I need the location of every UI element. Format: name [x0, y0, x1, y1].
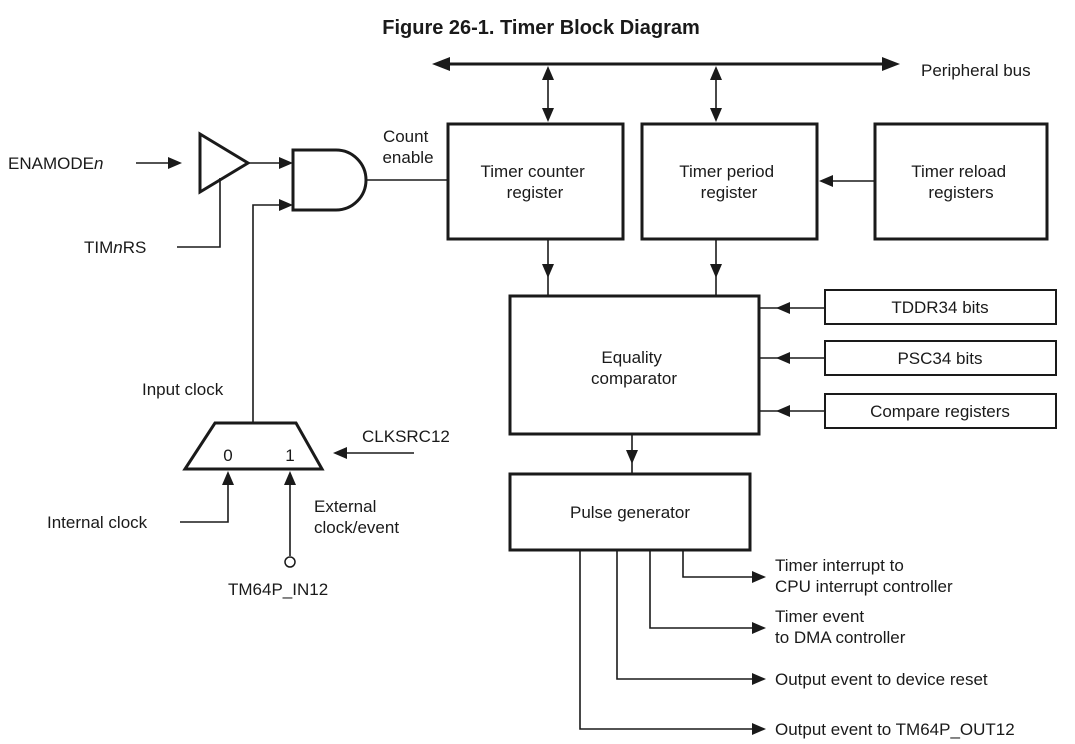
psc34-bits-block [824, 340, 1057, 376]
tm64p-in12-label: TM64P_IN12 [228, 580, 328, 599]
psc-to-comparator-arrow [759, 352, 825, 364]
equality-comparator-block [508, 294, 761, 436]
external-clock-label: External clock/event [314, 497, 399, 537]
tddr34-bits-block [824, 289, 1057, 325]
count-enable-label: Count enable [382, 127, 433, 167]
peripheral-bus [432, 57, 900, 71]
psc34-bits-label: PSC34 bits [897, 349, 982, 368]
counter-bus-connector [542, 66, 554, 122]
clksrc12-label: CLKSRC12 [362, 427, 450, 446]
tddr34-bits-label: TDDR34 bits [891, 298, 988, 317]
enamode-to-buffer-arrow [136, 157, 182, 169]
tm64p-out-output [579, 550, 766, 735]
timer-counter-register-block [446, 122, 625, 241]
timrs-label: TIMnRS [84, 238, 146, 257]
timer-event-label: Timer event to DMA controller [775, 607, 906, 647]
timer-event-output [649, 550, 766, 634]
device-reset-output [616, 550, 766, 685]
compare-registers-label: Compare registers [870, 402, 1010, 421]
mux-input-0-label: 0 [223, 446, 232, 465]
counter-to-comparator-arrow [542, 239, 554, 296]
clock-source-mux [182, 421, 325, 471]
pulse-generator-block [508, 472, 752, 552]
timrs-connector [177, 178, 221, 248]
timer-reload-label: Timer reload registers [911, 162, 1011, 202]
external-clock-to-mux-arrow [284, 471, 296, 556]
clksrc-to-mux-arrow [333, 447, 414, 459]
timer-interrupt-output [682, 550, 766, 583]
tm64p-out-label: Output event to TM64P_OUT12 [775, 720, 1015, 739]
figure-title: Figure 26-1. Timer Block Diagram [382, 17, 700, 39]
tddr-to-comparator-arrow [759, 302, 825, 314]
device-reset-label: Output event to device reset [775, 670, 988, 689]
compare-registers-block [824, 393, 1057, 429]
timer-period-label: Timer period register [679, 162, 779, 202]
internal-clock-to-mux-arrow [180, 471, 234, 523]
pulse-generator-label: Pulse generator [570, 503, 690, 522]
internal-clock-label: Internal clock [47, 513, 148, 532]
tm64p-in12-pin-icon [284, 556, 296, 568]
mux-input-1-label: 1 [285, 446, 294, 465]
comparator-to-pulse-arrow [626, 434, 638, 474]
equality-comparator-label: Equality comparator [591, 348, 677, 388]
period-bus-connector [710, 66, 722, 122]
input-clock-label: Input clock [142, 380, 224, 399]
period-to-comparator-arrow [710, 239, 722, 296]
enable-buffer-triangle [198, 131, 251, 195]
compare-to-comparator-arrow [759, 405, 825, 417]
and-gate [291, 148, 368, 212]
timer-counter-label: Timer counter register [481, 162, 590, 202]
input-clock-to-and-arrow [252, 199, 293, 423]
peripheral-bus-label: Peripheral bus [921, 61, 1031, 80]
timer-interrupt-label: Timer interrupt to CPU interrupt control… [775, 556, 953, 596]
enamode-label: ENAMODEn [8, 154, 103, 173]
timer-reload-registers-block [873, 122, 1049, 241]
timer-period-register-block [640, 122, 819, 241]
buffer-to-and-arrow [248, 157, 293, 169]
reload-to-period-arrow [819, 175, 875, 187]
